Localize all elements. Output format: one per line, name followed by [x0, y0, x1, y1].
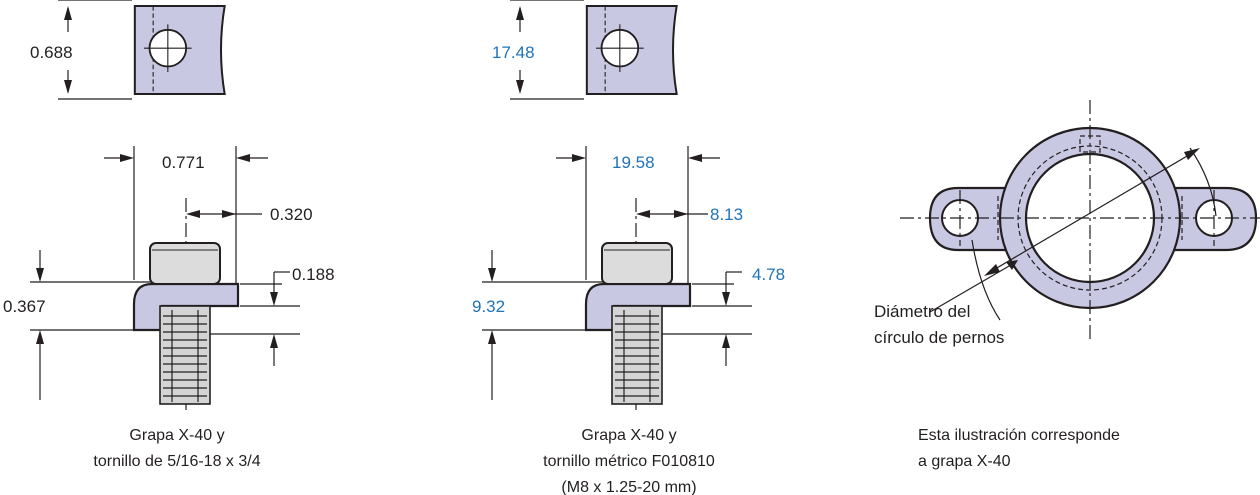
imperial-top-view: [58, 0, 226, 100]
metric-caption-line1: Grapa X-40 y: [581, 427, 676, 444]
dim-width-imperial: 0.771: [162, 153, 205, 172]
imperial-caption-line1: Grapa X-40 y: [129, 427, 224, 444]
bolt-circle-label-line2: círculo de pernos: [874, 328, 1004, 347]
imperial-caption-line2: tornillo de 5/16-18 x 3/4: [93, 453, 260, 470]
metric-top-view: [510, 0, 678, 100]
dim-thickness-metric: 4.78: [752, 265, 785, 284]
metric-view: 17.48: [472, 0, 785, 495]
imperial-view: 0.688: [3, 0, 335, 470]
dim-depth-metric: 9.32: [472, 297, 505, 316]
ring-caption-line2: a grapa X-40: [918, 453, 1011, 470]
imperial-side-view: [30, 146, 300, 410]
dim-height-metric: 17.48: [492, 43, 535, 62]
metric-side-view: [482, 146, 752, 410]
dim-offset-imperial: 0.320: [270, 205, 313, 224]
bolt-circle-label-line1: Diámetro del: [874, 302, 970, 321]
dim-depth-imperial: 0.367: [3, 297, 46, 316]
dim-height-imperial: 0.688: [30, 43, 73, 62]
metric-caption-line2: tornillo métrico F010810: [543, 453, 715, 470]
ring-caption-line1: Esta ilustración corresponde: [918, 427, 1120, 444]
metric-caption-line3: (M8 x 1.25-20 mm): [561, 479, 696, 495]
dim-offset-metric: 8.13: [710, 205, 743, 224]
ring-view: [900, 100, 1260, 340]
dim-thickness-imperial: 0.188: [292, 265, 335, 284]
dim-width-metric: 19.58: [612, 153, 655, 172]
